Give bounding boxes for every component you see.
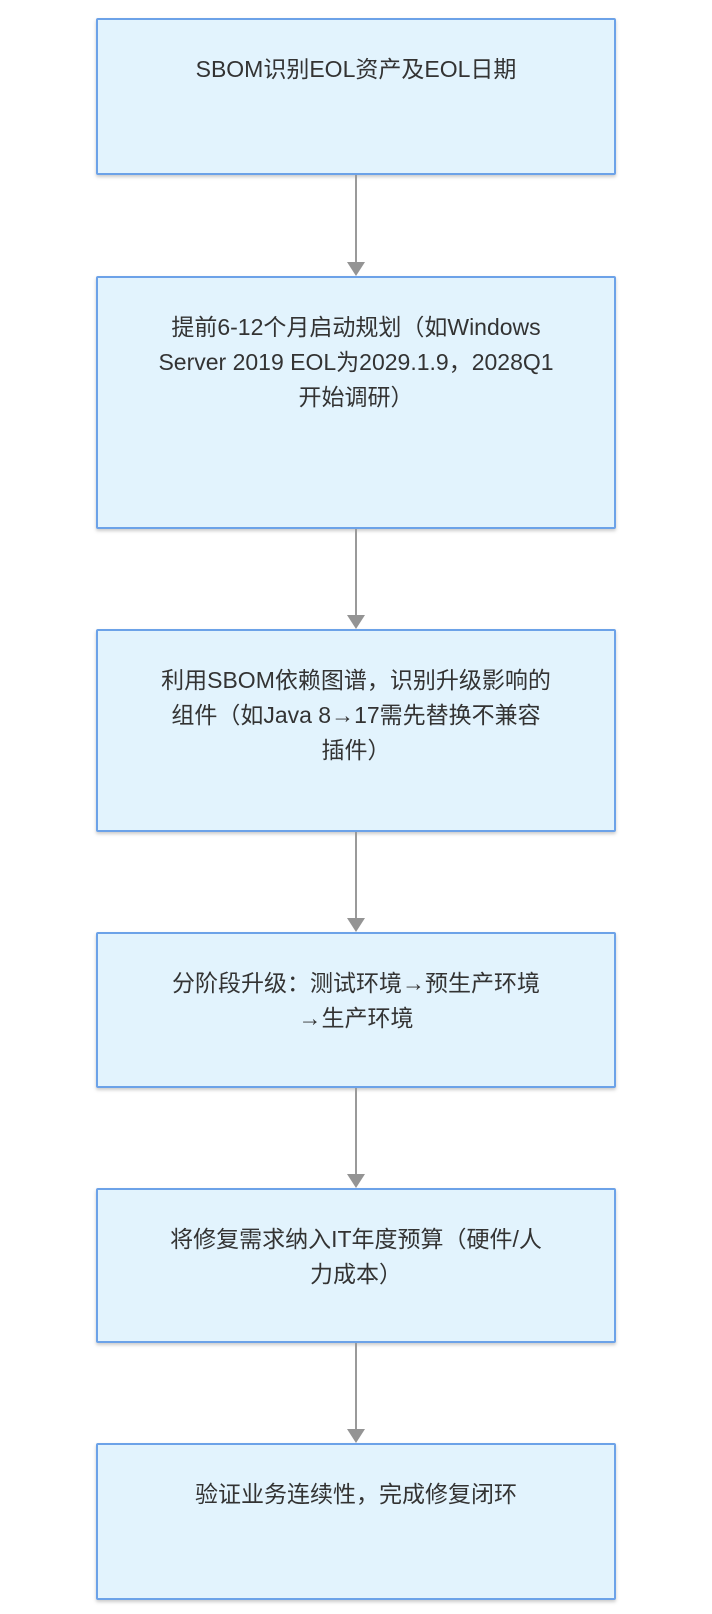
flow-arrow-3	[346, 832, 366, 932]
arrow-shaft	[355, 175, 357, 265]
arrow-shaft	[355, 1343, 357, 1432]
flow-arrow-4	[346, 1088, 366, 1188]
flow-arrow-1	[346, 175, 366, 276]
arrow-down-icon	[347, 918, 365, 932]
flow-node-verify-continuity: 验证业务连续性，完成修复闭环	[96, 1443, 616, 1600]
arrow-down-icon	[347, 1429, 365, 1443]
flow-node-sbom-eol-identify: SBOM识别EOL资产及EOL日期	[96, 18, 616, 175]
arrow-down-icon	[347, 615, 365, 629]
flow-arrow-2	[346, 529, 366, 629]
arrow-shaft	[355, 529, 357, 618]
flow-node-advance-planning: 提前6-12个月启动规划（如Windows Server 2019 EOL为20…	[96, 276, 616, 529]
arrow-down-icon	[347, 262, 365, 276]
flow-arrow-5	[346, 1343, 366, 1443]
flow-node-staged-upgrade: 分阶段升级：测试环境→预生产环境 →生产环境	[96, 932, 616, 1088]
arrow-down-icon	[347, 1174, 365, 1188]
flow-node-dependency-graph-impact: 利用SBOM依赖图谱，识别升级影响的 组件（如Java 8→17需先替换不兼容 …	[96, 629, 616, 832]
arrow-shaft	[355, 1088, 357, 1177]
arrow-shaft	[355, 832, 357, 921]
flow-node-it-budget: 将修复需求纳入IT年度预算（硬件/人 力成本）	[96, 1188, 616, 1343]
